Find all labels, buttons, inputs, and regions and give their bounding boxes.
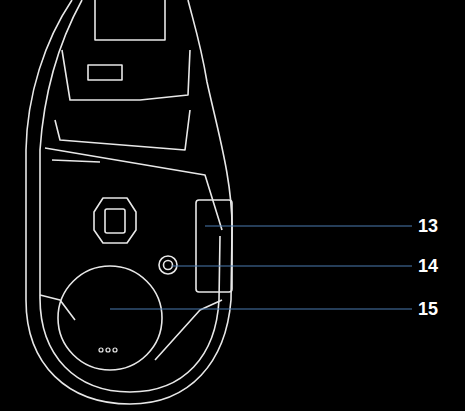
leader-line — [110, 308, 412, 309]
callout-number: 15 — [418, 298, 438, 320]
sensor-lens — [164, 261, 173, 270]
wheel-window — [88, 65, 122, 80]
cover-dots — [99, 348, 117, 352]
weight-cover — [94, 198, 136, 243]
power-slot — [196, 200, 232, 292]
leader-lines — [110, 226, 412, 309]
dot — [113, 348, 117, 352]
dot — [106, 348, 110, 352]
mouse-outline — [26, 0, 232, 404]
callout-number: 13 — [418, 215, 438, 237]
feet-pad — [55, 110, 190, 150]
mouse-inner-rim — [40, 0, 220, 392]
side-seam — [52, 160, 100, 162]
sensor-ring — [159, 256, 177, 274]
button-plate — [62, 50, 190, 100]
wheel-slot — [95, 0, 165, 40]
dot — [99, 348, 103, 352]
mouse-body — [26, 0, 232, 404]
weight-icon — [105, 209, 125, 233]
leader-line — [172, 265, 412, 266]
leader-line — [205, 225, 412, 226]
charging-cover — [58, 266, 162, 370]
callout-number: 14 — [418, 255, 438, 277]
